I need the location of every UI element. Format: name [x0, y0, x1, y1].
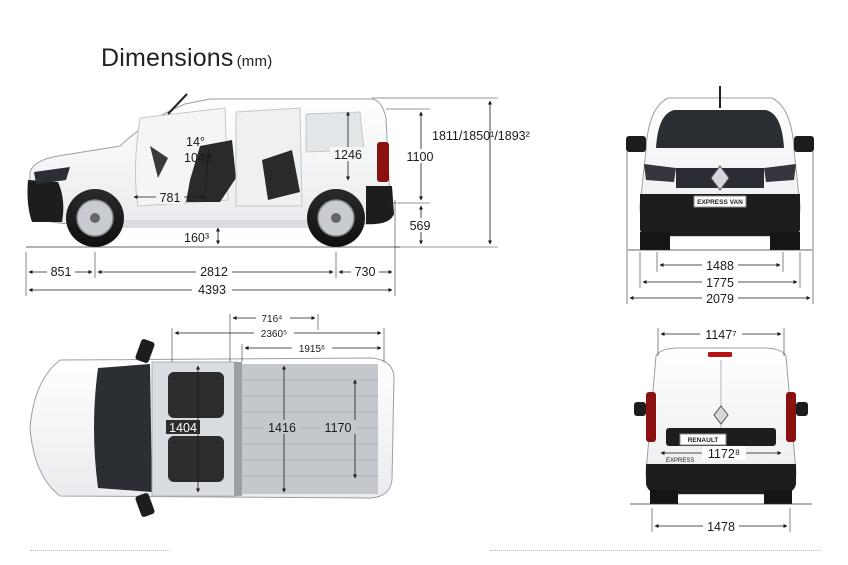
dim-width-body: 1775 — [706, 276, 734, 290]
front-view: EXPRESS VAN 1488 1775 2079 — [626, 86, 814, 306]
renault-logo-front — [710, 165, 730, 191]
dim-opening-width: 1172⁸ — [708, 447, 740, 461]
dim-track-front: 1488 — [706, 259, 734, 273]
top-cargo-floor — [242, 364, 378, 494]
rear-bumper — [646, 464, 796, 494]
front-bumper — [640, 194, 800, 236]
rear-left-light — [646, 392, 656, 442]
top-passenger-seat — [168, 436, 224, 482]
side-front-bumper — [27, 180, 64, 222]
side-sill — [120, 220, 310, 228]
dim-width-mirrors: 2079 — [706, 292, 734, 306]
dim-716: 716⁴ — [262, 314, 283, 325]
dim-heights: 1811/1850¹/1893² — [432, 129, 530, 143]
side-rear-wheel — [307, 189, 365, 247]
rear-brake-light — [708, 352, 732, 357]
side-rear-seat — [262, 150, 300, 200]
dim-2360: 2360⁵ — [261, 329, 287, 340]
dim-width-1416: 1416 — [268, 421, 296, 435]
top-view: 716⁴ 2360⁵ 1915⁶ 1404 1416 1170 — [29, 311, 395, 517]
side-steering — [150, 146, 168, 178]
dim-track-rear: 1478 — [707, 520, 735, 534]
rear-plate-text: RENAULT — [688, 437, 719, 444]
front-plate-text: EXPRESS VAN — [697, 199, 743, 206]
top-windshield — [94, 364, 152, 492]
dim-width-1170: 1170 — [325, 421, 352, 435]
rear-left-mirror — [634, 402, 646, 416]
title-main: Dimensions — [101, 44, 234, 72]
side-view: 851 2812 730 4393 1811/1850¹/1893² 1100 … — [25, 93, 530, 297]
dim-1915: 1915⁶ — [299, 344, 325, 355]
top-driver-seat — [168, 372, 224, 418]
footnote-right-fade — [490, 550, 820, 557]
dim-ground-clearance: 160³ — [184, 231, 209, 245]
page-title: Dimensions(mm) — [101, 44, 272, 73]
rear-plate — [679, 433, 727, 446]
rear-view: RENAULT EXPRESS 1147⁷ 1172⁸ 1478 — [630, 327, 812, 534]
side-headlight — [34, 167, 70, 184]
front-left-tyre — [640, 232, 670, 250]
front-right-headlight — [764, 164, 796, 182]
dim-sill-height: 569 — [410, 219, 431, 233]
dim-seat-angle: 14° — [186, 135, 205, 149]
rear-right-mirror — [796, 402, 808, 416]
side-rear-bumper — [366, 186, 394, 224]
dim-rear-overhang: 730 — [355, 265, 376, 279]
front-windshield — [656, 110, 784, 148]
dim-opening-top: 1147⁷ — [705, 328, 737, 342]
dim-wheelbase: 2812 — [200, 265, 228, 279]
side-rear-window — [305, 111, 365, 153]
top-left-mirror — [135, 339, 155, 363]
rear-right-tyre — [764, 490, 792, 504]
dim-door-height: 1100 — [407, 150, 434, 164]
front-left-mirror — [626, 136, 646, 152]
rear-right-light — [786, 392, 796, 442]
front-plate — [693, 195, 747, 208]
top-bulkhead — [234, 362, 242, 496]
side-taillight — [377, 142, 389, 182]
dim-seat-depth: 781 — [160, 191, 181, 205]
side-antenna — [167, 93, 188, 115]
top-right-mirror — [135, 493, 155, 517]
front-right-tyre — [770, 232, 800, 250]
footnote-left-fade — [30, 550, 170, 557]
title-unit: (mm) — [236, 53, 273, 70]
dim-overall-length: 4393 — [198, 283, 226, 297]
dim-front-overhang: 851 — [51, 265, 72, 279]
side-front-wheel — [66, 189, 124, 247]
renault-logo-rear — [713, 405, 729, 425]
dim-width-1404: 1404 — [169, 421, 197, 435]
front-left-headlight — [644, 164, 676, 182]
dim-seat-height: 1048 — [184, 151, 212, 165]
rear-badge: EXPRESS — [666, 458, 694, 464]
dim-load-height: 1246 — [334, 148, 362, 162]
rear-left-tyre — [650, 490, 678, 504]
front-right-mirror — [794, 136, 814, 152]
side-seat — [186, 140, 236, 202]
